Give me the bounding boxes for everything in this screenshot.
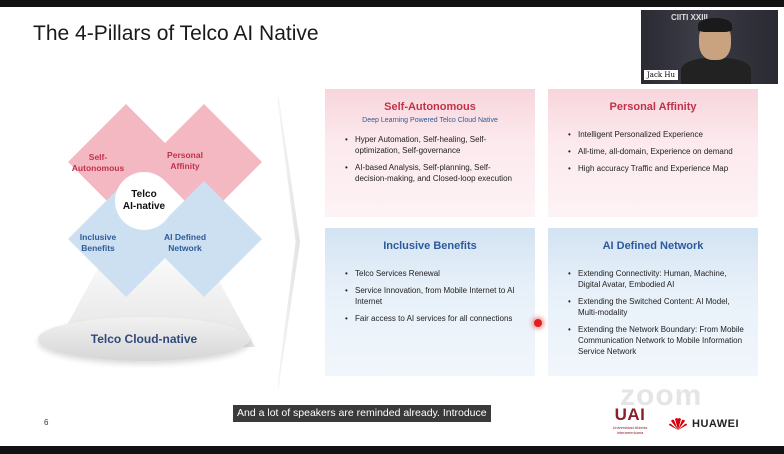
participant-name-label: Jack Hu <box>644 70 678 80</box>
list-item: Extending Connectivity: Human, Machine, … <box>568 268 744 290</box>
card-list: Telco Services Renewal Service Innovatio… <box>345 268 521 324</box>
participant-body <box>681 58 751 84</box>
page-number: 6 <box>44 418 49 427</box>
pillar-label-line: Benefits <box>81 243 115 253</box>
card-title: Inclusive Benefits <box>383 240 477 252</box>
card-list: Hyper Automation, Self-healing, Self-opt… <box>345 134 521 184</box>
card-self-autonomous: Self-Autonomous Deep Learning Powered Te… <box>325 89 535 217</box>
list-item: Extending the Network Boundary: From Mob… <box>568 324 744 357</box>
pillar-label-line: Autonomous <box>71 163 125 173</box>
pillar-label-line: AI Defined <box>163 232 207 242</box>
huawei-logo: HUAWEI <box>668 417 739 431</box>
center-label-line: AI-native <box>122 201 166 212</box>
participant-video-tile[interactable]: CIITI XXIII Jack Hu <box>641 10 778 84</box>
pillar-label-line: Affinity <box>170 161 200 171</box>
list-item: Fair access to AI services for all conne… <box>345 313 521 324</box>
list-item: Extending the Switched Content: AI Model… <box>568 296 744 318</box>
list-item: All-time, all-domain, Experience on dema… <box>568 146 744 157</box>
huawei-wordmark: HUAWEI <box>692 418 739 430</box>
window-bottom-bar <box>0 446 784 454</box>
cloud-native-base: Telco Cloud-native <box>38 317 250 361</box>
card-personal-affinity: Personal Affinity Intelligent Personaliz… <box>548 89 758 217</box>
list-item: Hyper Automation, Self-healing, Self-opt… <box>345 134 521 156</box>
list-item: High accuracy Traffic and Experience Map <box>568 163 744 174</box>
pillar-label-line: Personal <box>167 150 203 160</box>
pillar-label-line: Network <box>168 243 202 253</box>
pillar-label-ai-defined-network: AI Defined Network <box>140 232 230 254</box>
laser-pointer <box>534 319 542 327</box>
center-circle: Telco AI-native <box>115 172 173 230</box>
card-title: AI Defined Network <box>602 240 704 252</box>
pillars-diagram: Self- Autonomous Personal Affinity Inclu… <box>35 102 275 367</box>
participant-hair <box>698 18 732 32</box>
card-subtitle: Deep Learning Powered Telco Cloud Native <box>362 117 498 124</box>
list-item: Service Innovation, from Mobile Internet… <box>345 285 521 307</box>
card-title: Personal Affinity <box>609 101 697 113</box>
card-inclusive-benefits: Inclusive Benefits Telco Services Renewa… <box>325 228 535 376</box>
live-caption: And a lot of speakers are reminded alrea… <box>233 405 491 422</box>
huawei-petal-icon <box>669 418 687 430</box>
uai-subtext: Interamericana <box>616 430 644 435</box>
uai-logo: UAI Universidad Abierta Interamericana <box>604 405 656 435</box>
pillar-label-line: Inclusive <box>79 232 117 242</box>
pillar-label-personal-affinity: Personal Affinity <box>140 150 230 172</box>
list-item: Telco Services Renewal <box>345 268 521 279</box>
center-label-line: Telco <box>131 189 157 200</box>
uai-subtext: Universidad Abierta <box>612 425 648 430</box>
pillar-label-inclusive-benefits: Inclusive Benefits <box>53 232 143 254</box>
zoom-watermark: zoom <box>620 379 703 412</box>
pillar-label-line: Self- <box>88 152 108 162</box>
card-list: Extending Connectivity: Human, Machine, … <box>568 268 744 357</box>
card-list: Intelligent Personalized Experience All-… <box>568 129 744 174</box>
slide-title: The 4-Pillars of Telco AI Native <box>33 22 319 45</box>
pillar-label-self-autonomous: Self- Autonomous <box>53 152 143 174</box>
window-top-bar <box>0 0 784 7</box>
video-backdrop-banner: CIITI XXIII <box>671 13 708 22</box>
card-ai-defined-network: AI Defined Network Extending Connectivit… <box>548 228 758 376</box>
list-item: AI-based Analysis, Self-planning, Self-d… <box>345 162 521 184</box>
card-title: Self-Autonomous <box>384 101 476 113</box>
chevron-arrow-icon <box>278 92 300 392</box>
uai-mark: UAI <box>614 405 646 424</box>
list-item: Intelligent Personalized Experience <box>568 129 744 140</box>
